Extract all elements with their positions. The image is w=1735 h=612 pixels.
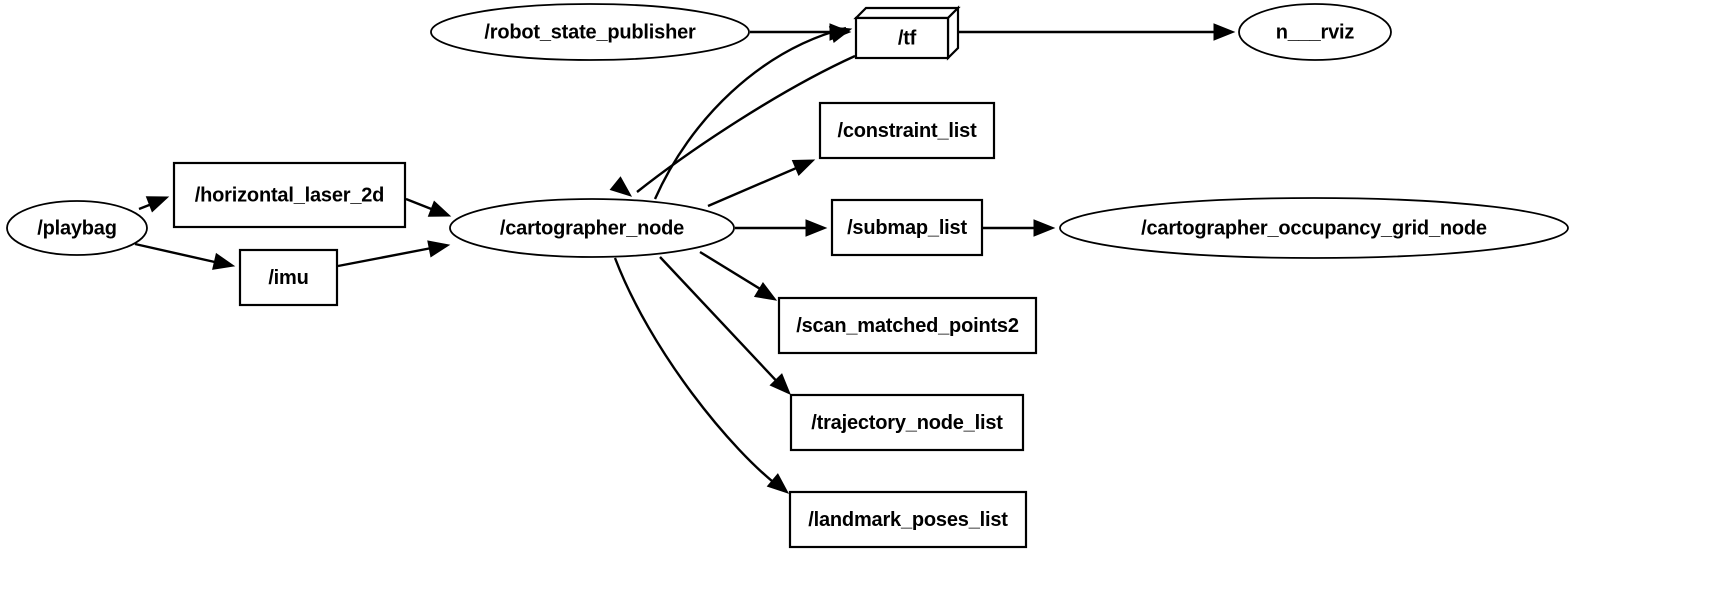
- arrowhead-icon: [791, 159, 816, 177]
- arrowhead-icon: [766, 473, 790, 494]
- node-label-submap: /submap_list: [847, 217, 967, 239]
- edge-cartographer-to-landmark: [613, 257, 783, 490]
- node-box3d-side-tf: [946, 5, 960, 61]
- arrowhead-icon: [753, 281, 778, 301]
- nodes-layer: /playbag/robot_state_publisher/cartograp…: [6, 3, 1569, 549]
- node-label-occupancy: /cartographer_occupancy_grid_node: [1141, 217, 1487, 239]
- edge-cartographer-to-trajectory: [659, 256, 785, 390]
- node-ellipse-occupancy[interactable]: [1059, 197, 1569, 259]
- node-box3d-front-tf[interactable]: [854, 16, 950, 60]
- node-label-trajectory: /trajectory_node_list: [811, 412, 1003, 434]
- graph-node-tf[interactable]: /tf: [853, 5, 961, 61]
- node-label-constraint: /constraint_list: [837, 120, 977, 142]
- node-label-horizontal: /horizontal_laser_2d: [195, 184, 384, 206]
- node-label-rviz: n___rviz: [1276, 21, 1355, 43]
- edge-tf-to-cartographer: [636, 54, 856, 193]
- arrowhead-icon: [769, 373, 791, 395]
- graph-node-imu[interactable]: /imu: [238, 248, 339, 307]
- node-ellipse-cartographer[interactable]: [449, 198, 735, 258]
- node-label-imu: /imu: [268, 267, 308, 289]
- node-box-trajectory[interactable]: [789, 393, 1025, 452]
- node-box-imu[interactable]: [238, 248, 339, 307]
- node-label-tf: /tf: [898, 27, 917, 49]
- arrowheads-layer: [145, 23, 1236, 494]
- edge-imu-to-cartographer: [337, 244, 443, 268]
- graph-node-submap[interactable]: /submap_list: [830, 198, 984, 257]
- node-label-playbag: /playbag: [37, 217, 117, 239]
- node-label-landmark: /landmark_poses_list: [808, 509, 1008, 531]
- arrowhead-icon: [145, 196, 170, 213]
- node-box3d-top-tf: [853, 6, 961, 20]
- edge-cartographer-to-constraint: [707, 161, 809, 208]
- node-box-constraint[interactable]: [818, 101, 996, 160]
- edge-playbag-to-imu: [134, 242, 229, 267]
- graph-node-horizontal[interactable]: /horizontal_laser_2d: [172, 161, 407, 229]
- arrowhead-icon: [212, 252, 236, 270]
- arrowhead-icon: [427, 200, 452, 217]
- graph-node-rviz[interactable]: n___rviz: [1238, 3, 1392, 61]
- node-box-landmark[interactable]: [788, 490, 1028, 549]
- graph-node-playbag[interactable]: /playbag: [6, 200, 148, 256]
- graph-node-scan_matched[interactable]: /scan_matched_points2: [777, 296, 1038, 355]
- node-ellipse-robot_state[interactable]: [430, 3, 750, 61]
- edge-cartographer-to-scan_matched: [699, 250, 771, 297]
- node-ellipse-playbag[interactable]: [6, 200, 148, 256]
- edge-cartographer-to-tf: [653, 26, 847, 200]
- arrowhead-icon: [828, 26, 853, 44]
- node-label-robot_state: /robot_state_publisher: [484, 21, 696, 43]
- graph-node-cartographer[interactable]: /cartographer_node: [449, 198, 735, 258]
- arrowhead-icon: [1033, 219, 1056, 237]
- node-box-scan_matched[interactable]: [777, 296, 1038, 355]
- node-label-scan_matched: /scan_matched_points2: [796, 315, 1019, 337]
- node-box-horizontal[interactable]: [172, 161, 407, 229]
- node-box-submap[interactable]: [830, 198, 984, 257]
- graph-node-landmark[interactable]: /landmark_poses_list: [788, 490, 1028, 549]
- node-ellipse-rviz[interactable]: [1238, 3, 1392, 61]
- arrowhead-icon: [805, 219, 828, 237]
- arrowhead-icon: [609, 176, 633, 197]
- graph-node-trajectory[interactable]: /trajectory_node_list: [789, 393, 1025, 452]
- graph-node-constraint[interactable]: /constraint_list: [818, 101, 996, 160]
- graph-node-robot_state[interactable]: /robot_state_publisher: [430, 3, 750, 61]
- arrowhead-icon: [427, 240, 451, 258]
- arrowhead-icon: [1213, 23, 1236, 41]
- node-label-cartographer: /cartographer_node: [500, 217, 684, 239]
- graph-node-occupancy[interactable]: /cartographer_occupancy_grid_node: [1059, 197, 1569, 259]
